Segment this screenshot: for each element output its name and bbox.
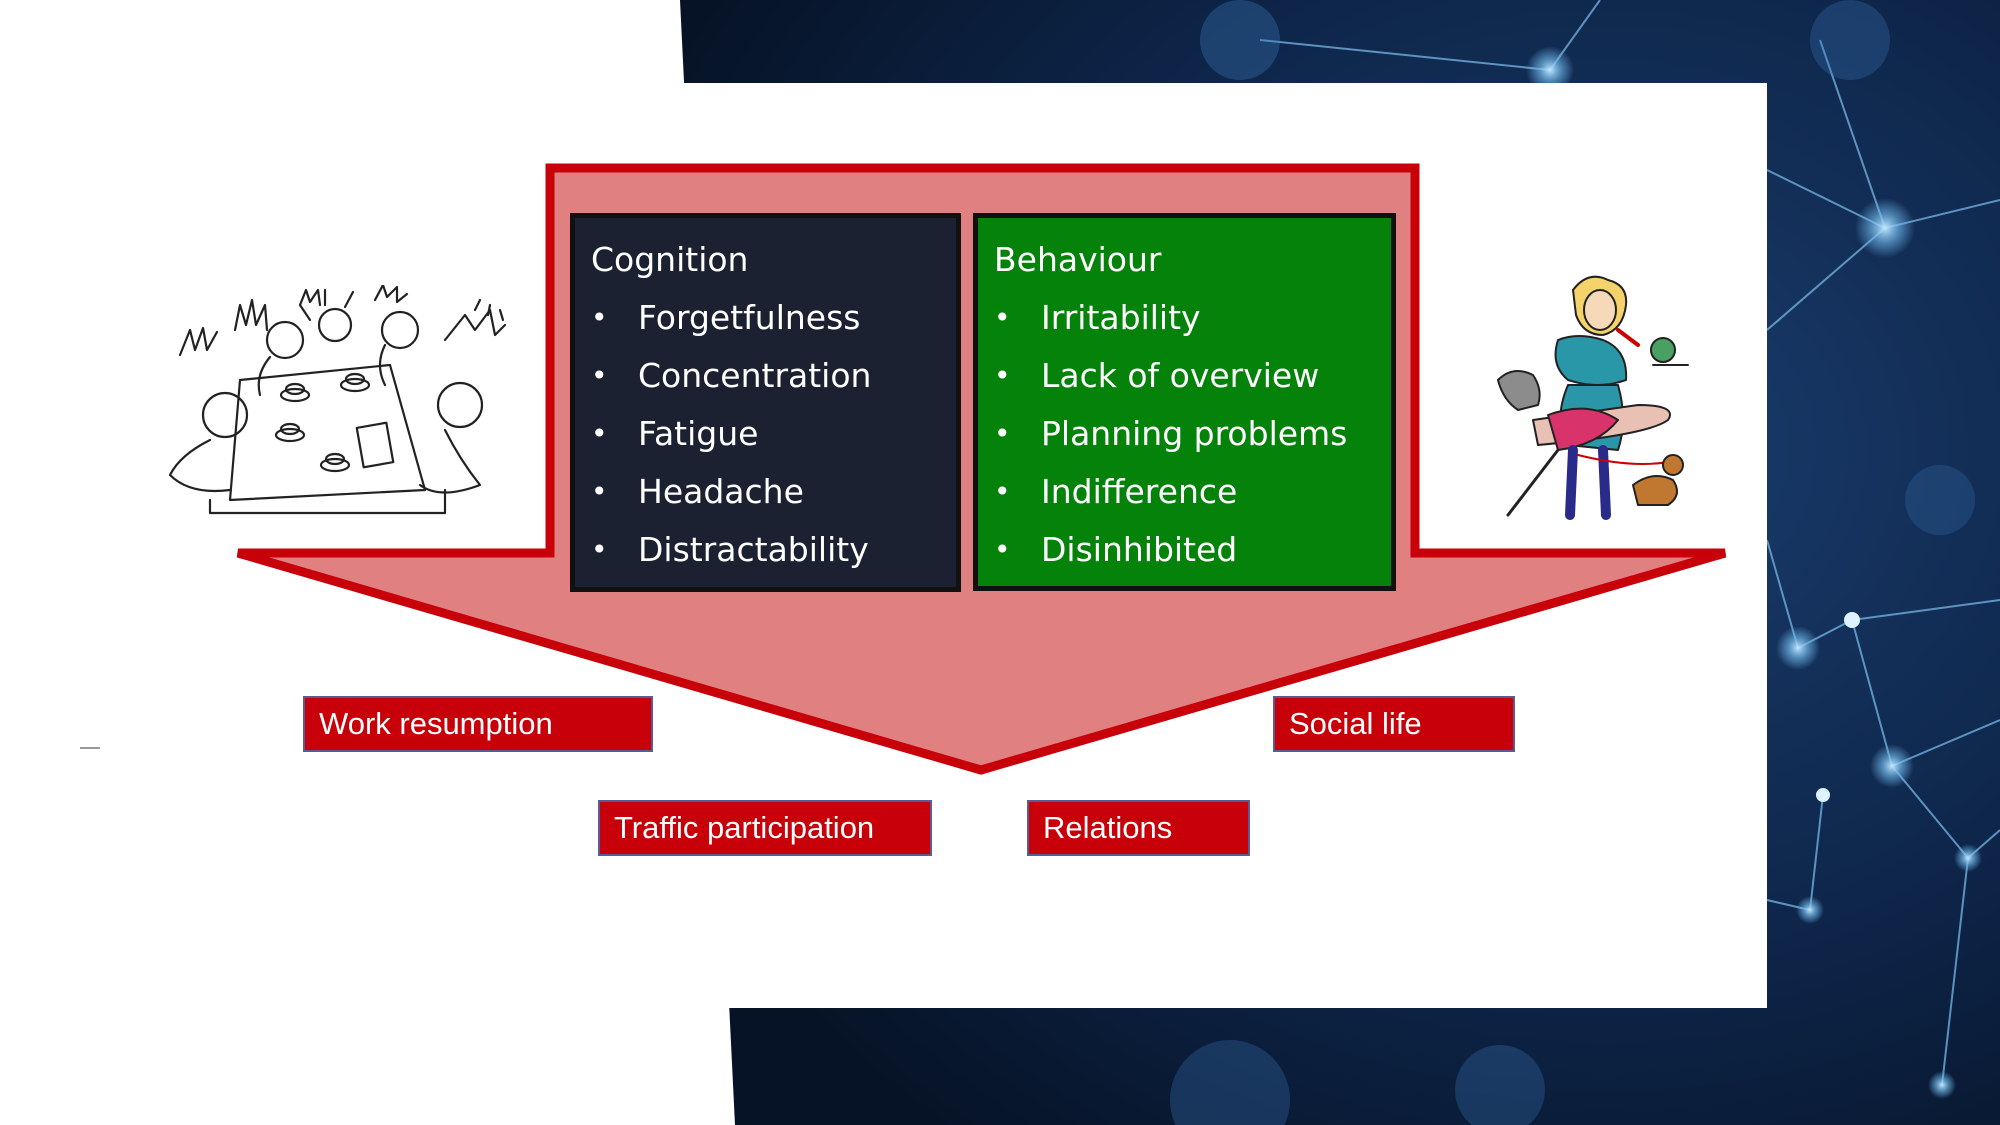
- tag-traffic-participation: Traffic participation: [598, 800, 932, 856]
- bullet-icon: •: [994, 533, 1011, 566]
- list-item: • Planning problems: [994, 414, 1391, 472]
- bullet-icon: •: [591, 533, 608, 566]
- tag-social-life: Social life: [1273, 696, 1515, 752]
- behaviour-panel: Behaviour • Irritability • Lack of overvie…: [973, 213, 1396, 591]
- tag-relations: Relations: [1027, 800, 1250, 856]
- meeting-cartoon-icon: [168, 285, 507, 515]
- behaviour-item-label: Planning problems: [1041, 414, 1348, 453]
- behaviour-item-label: Irritability: [1041, 298, 1201, 337]
- bullet-icon: •: [994, 359, 1011, 392]
- cognition-item-label: Distractability: [638, 530, 869, 569]
- bullet-icon: •: [994, 301, 1011, 334]
- list-item: • Indifference: [994, 472, 1391, 530]
- list-item: • Headache: [591, 472, 956, 530]
- list-item: • Forgetfulness: [591, 298, 956, 356]
- behaviour-item-label: Disinhibited: [1041, 530, 1238, 569]
- list-item: • Concentration: [591, 356, 956, 414]
- behaviour-item-label: Indifference: [1041, 472, 1238, 511]
- stressed-person-cartoon-icon: [1497, 275, 1689, 520]
- list-item: • Lack of overview: [994, 356, 1391, 414]
- cognition-item-label: Fatigue: [638, 414, 759, 453]
- small-dash-mark: [80, 747, 100, 749]
- cognition-panel: Cognition • Forgetfulness • Concentration …: [570, 213, 961, 592]
- bullet-icon: •: [994, 475, 1011, 508]
- tag-work-resumption: Work resumption: [303, 696, 653, 752]
- list-item: • Fatigue: [591, 414, 956, 472]
- cognition-title: Cognition: [591, 240, 749, 279]
- behaviour-title: Behaviour: [994, 240, 1162, 279]
- list-item: • Disinhibited: [994, 530, 1391, 588]
- behaviour-list: • Irritability • Lack of overview • Plannin…: [994, 298, 1391, 588]
- cognition-item-label: Concentration: [638, 356, 872, 395]
- cognition-item-label: Headache: [638, 472, 804, 511]
- list-item: • Distractability: [591, 530, 956, 588]
- list-item: • Irritability: [994, 298, 1391, 356]
- bullet-icon: •: [591, 475, 608, 508]
- bullet-icon: •: [591, 359, 608, 392]
- bullet-icon: •: [591, 301, 608, 334]
- bullet-icon: •: [994, 417, 1011, 450]
- bullet-icon: •: [591, 417, 608, 450]
- behaviour-item-label: Lack of overview: [1041, 356, 1320, 395]
- cognition-item-label: Forgetfulness: [638, 298, 861, 337]
- cognition-list: • Forgetfulness • Concentration • Fatigue •…: [591, 298, 956, 588]
